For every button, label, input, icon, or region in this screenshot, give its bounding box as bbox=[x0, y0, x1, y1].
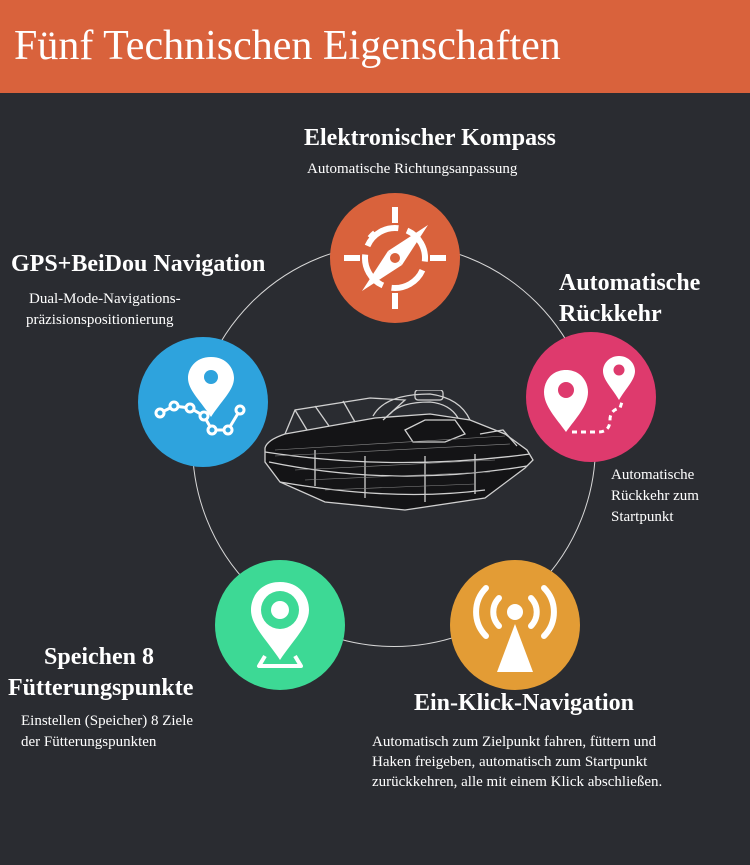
einklick-feature-circle bbox=[450, 560, 580, 690]
gps-description-line2: präzisionspositionierung bbox=[26, 312, 174, 328]
return-route-pins-icon bbox=[526, 332, 656, 462]
signal-tower-icon bbox=[450, 560, 580, 690]
speichen-title-line2: Fütterungspunkte bbox=[8, 675, 194, 701]
gps-title: GPS+BeiDou Navigation bbox=[11, 251, 266, 277]
kompass-feature-circle bbox=[330, 193, 460, 323]
speichen-feature-circle bbox=[215, 560, 345, 690]
einklick-description-line3: zurückkehren, alle mit einem Klick absch… bbox=[372, 774, 663, 790]
einklick-description-line1: Automatisch zum Zielpunkt fahren, fütter… bbox=[372, 734, 657, 750]
map-route-pin-icon bbox=[138, 337, 268, 467]
rueckkehr-description-line1: Automatische bbox=[611, 467, 695, 483]
bait-boat-image bbox=[264, 390, 534, 511]
gps-description-line1: Dual-Mode-Navigations- bbox=[29, 291, 181, 307]
kompass-title: Elektronischer Kompass bbox=[304, 125, 556, 151]
einklick-description-line2: Haken freigeben, automatisch zum Startpu… bbox=[372, 754, 648, 770]
rueckkehr-description-line2: Rückkehr zum bbox=[611, 488, 699, 504]
rueckkehr-title-line2: Rückkehr bbox=[559, 301, 662, 327]
einklick-title: Ein-Klick-Navigation bbox=[414, 690, 635, 716]
rueckkehr-title-line1: Automatische bbox=[559, 270, 701, 296]
header-banner: Fünf Technischen Eigenschaften bbox=[0, 0, 750, 93]
page-title: Fünf Technischen Eigenschaften bbox=[14, 23, 561, 69]
speichen-title-line1: Speichen 8 bbox=[44, 644, 155, 670]
location-pin-icon bbox=[215, 560, 345, 690]
kompass-description: Automatische Richtungsanpassung bbox=[307, 161, 518, 177]
compass-icon bbox=[330, 193, 460, 323]
speichen-description-line2: der Fütterungspunkten bbox=[21, 734, 157, 750]
rueckkehr-feature-circle bbox=[526, 332, 656, 462]
rueckkehr-description-line3: Startpunkt bbox=[611, 509, 674, 525]
speichen-description-line1: Einstellen (Speicher) 8 Ziele bbox=[21, 713, 194, 729]
gps-feature-circle bbox=[138, 337, 268, 467]
